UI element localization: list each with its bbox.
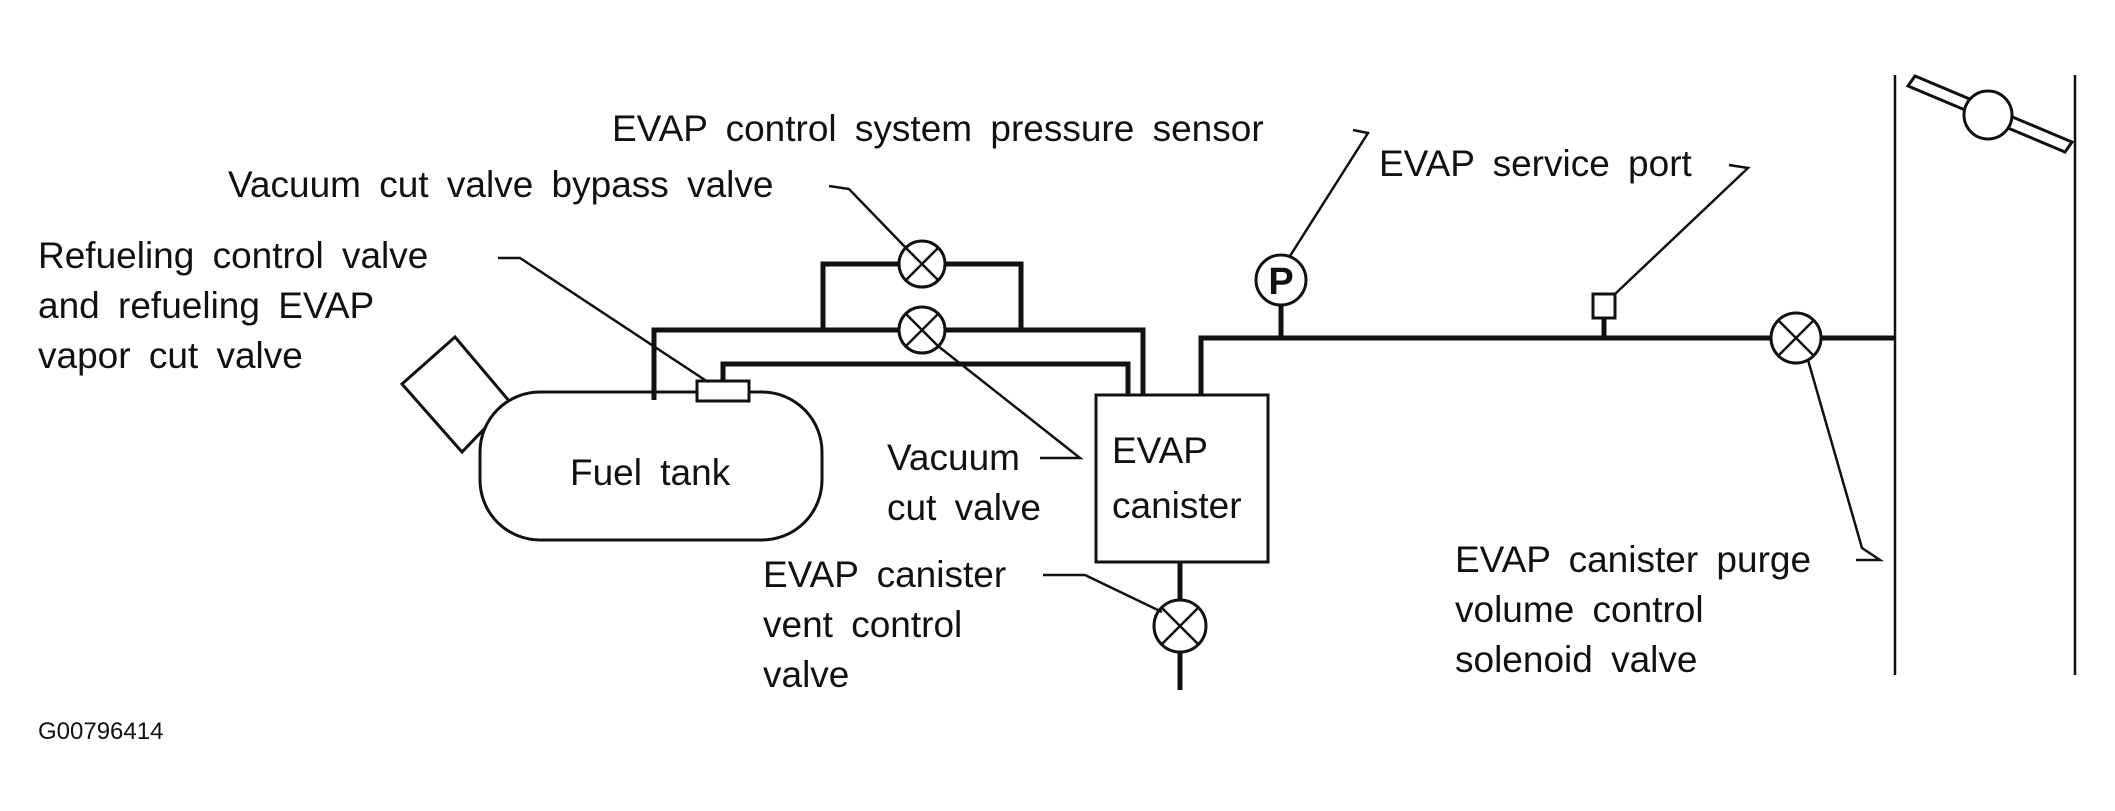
refueling-valve-label-line1: Refueling control valve	[38, 235, 428, 276]
purge-valve-label-line3: solenoid valve	[1455, 639, 1697, 680]
service-port-icon	[1591, 292, 1617, 320]
pressure-sensor-symbol: P	[1268, 261, 1293, 303]
pressure-sensor-label: EVAP control system pressure sensor	[612, 108, 1264, 149]
purge-valve-label-line2: volume control	[1455, 589, 1704, 630]
bypass-valve-label: Vacuum cut valve bypass valve	[228, 164, 773, 205]
vent-valve-label-line1: EVAP canister	[763, 554, 1006, 595]
canister-label-line2: canister	[1112, 485, 1242, 526]
fuel-tank: Fuel tank	[399, 334, 824, 542]
vapor-piping	[651, 261, 1895, 690]
vent-control-valve-icon	[1152, 598, 1208, 654]
refueling-valve-label-line2: and refueling EVAP	[38, 285, 374, 326]
canister-label-line1: EVAP	[1112, 430, 1208, 471]
intake-throttle-body	[1893, 74, 2077, 675]
service-port-label: EVAP service port	[1379, 143, 1693, 184]
purge-valve-label-line1: EVAP canister purge	[1455, 539, 1811, 580]
vent-valve-label-line3: valve	[763, 654, 849, 695]
fuel-tank-label: Fuel tank	[570, 452, 731, 493]
leader-lines	[498, 128, 1885, 614]
pressure-sensor-icon: P	[1254, 253, 1308, 307]
vacuum-cut-valve-label-line1: Vacuum	[887, 437, 1020, 478]
evap-canister: EVAP canister	[1094, 393, 1270, 564]
vacuum-cut-valve-icon	[897, 305, 947, 355]
purge-solenoid-valve-icon	[1769, 311, 1823, 365]
vent-valve-label-line2: vent control	[763, 604, 962, 645]
refueling-valve-label-line3: vapor cut valve	[38, 335, 303, 376]
bypass-valve-icon	[897, 239, 947, 289]
figure-id: G00796414	[38, 718, 163, 745]
vacuum-cut-valve-label-line2: cut valve	[887, 487, 1041, 528]
